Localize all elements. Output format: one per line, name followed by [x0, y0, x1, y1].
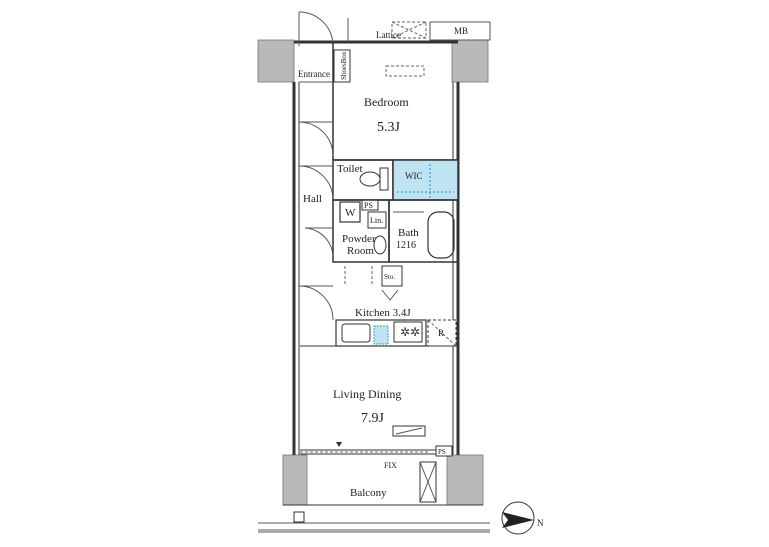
- label-toilet: Toilet: [337, 163, 363, 175]
- label-room: Room: [347, 245, 374, 257]
- outer-walls: [258, 40, 490, 533]
- label-north: N: [537, 518, 544, 528]
- svg-text:✲: ✲: [400, 325, 410, 339]
- label-living-dining-size: 7.9J: [361, 411, 385, 426]
- label-powder: Powder: [342, 233, 376, 245]
- label-wic: WIC: [405, 171, 423, 181]
- label-mb: MB: [454, 26, 468, 36]
- label-sto: Sto.: [384, 273, 395, 281]
- label-lattice: Lattice: [376, 30, 401, 40]
- label-balcony: Balcony: [350, 487, 387, 499]
- label-bath-size: 1216: [396, 240, 416, 251]
- label-lin: Lin.: [370, 216, 383, 225]
- label-living-dining: Living Dining: [333, 387, 401, 401]
- label-ps-lower: PS: [438, 448, 446, 456]
- label-hall: Hall: [303, 193, 322, 205]
- north-compass-icon: N: [501, 501, 544, 535]
- label-shoes-box: ShoesBox: [340, 51, 348, 80]
- entrance-door: [298, 11, 349, 47]
- label-refrigerator: R: [438, 328, 444, 338]
- label-entrance: Entrance: [298, 69, 330, 79]
- svg-text:✲: ✲: [410, 325, 420, 339]
- label-bath: Bath: [398, 227, 419, 239]
- label-bedroom-size: 5.3J: [377, 120, 401, 135]
- label-ps-upper: PS: [364, 201, 373, 210]
- label-fix: FIX: [384, 461, 397, 470]
- label-kitchen: Kitchen 3.4J: [355, 307, 411, 319]
- partitions: ✲ ✲: [293, 42, 459, 523]
- label-bedroom: Bedroom: [364, 95, 409, 109]
- label-w: W: [345, 207, 356, 219]
